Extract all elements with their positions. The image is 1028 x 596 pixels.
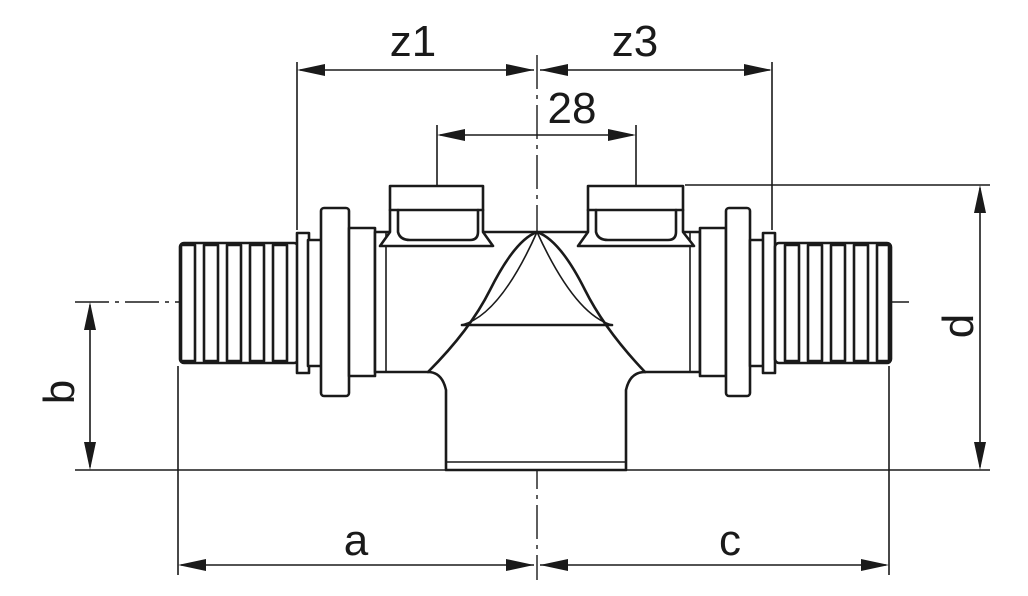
left-pipe-connector bbox=[178, 231, 324, 375]
manifold-body bbox=[373, 230, 702, 472]
left-collar bbox=[347, 226, 377, 378]
dimension-28 bbox=[437, 129, 636, 141]
label-b: b bbox=[35, 380, 84, 404]
label-d: d bbox=[934, 314, 983, 338]
dimension-z1 bbox=[297, 64, 534, 76]
label-c: c bbox=[719, 516, 741, 565]
left-top-outlet bbox=[378, 184, 495, 248]
right-top-outlet bbox=[576, 184, 696, 248]
dimension-c bbox=[540, 559, 889, 571]
label-a: a bbox=[344, 516, 369, 565]
left-flange bbox=[319, 206, 351, 398]
right-collar bbox=[698, 226, 728, 378]
label-28: 28 bbox=[548, 84, 597, 133]
dimension-z3 bbox=[540, 64, 772, 76]
dimension-b bbox=[84, 302, 96, 470]
label-z1: z1 bbox=[390, 17, 436, 66]
dimension-d bbox=[974, 185, 986, 470]
dimension-a bbox=[178, 559, 534, 571]
right-flange bbox=[724, 206, 752, 398]
label-z3: z3 bbox=[612, 17, 658, 66]
right-pipe-connector bbox=[748, 231, 893, 375]
